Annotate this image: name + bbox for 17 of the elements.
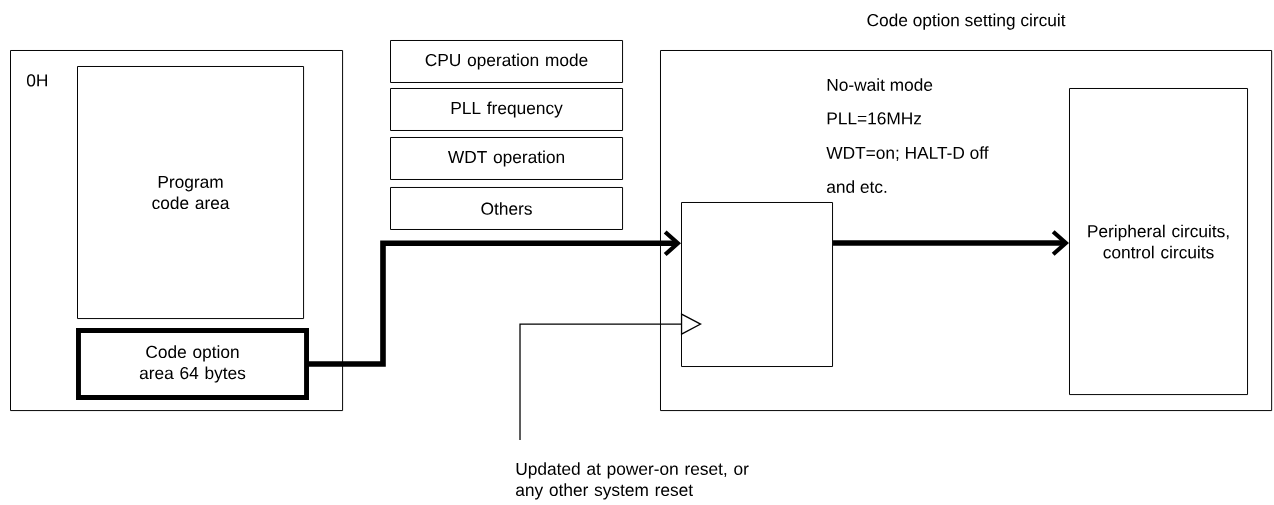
setting-box: PLL frequency (390, 88, 624, 131)
arrow (833, 230, 1069, 256)
setting-text: No-wait mode (827, 78, 933, 91)
register-box (681, 202, 834, 367)
arrow (519, 313, 702, 441)
memory-area-box: Program code area (77, 66, 305, 320)
arrow (309, 230, 681, 367)
setting-box: WDT operation (390, 137, 624, 180)
setting-box: Others (390, 187, 624, 230)
setting-box: CPU operation mode (390, 40, 624, 83)
setting-text: PLL=16MHz (827, 112, 922, 125)
note-text: Updated at power-on reset, or any other system reset (516, 462, 749, 500)
node-label: Code option setting circuit (867, 13, 1066, 30)
circuit-box: Peripheral circuits, control circuits (1069, 88, 1249, 396)
setting-text: and etc. (827, 180, 887, 193)
setting-text: WDT=on; HALT-D off (826, 146, 989, 161)
memory-area-box: Code option area 64 bytes (76, 328, 309, 400)
